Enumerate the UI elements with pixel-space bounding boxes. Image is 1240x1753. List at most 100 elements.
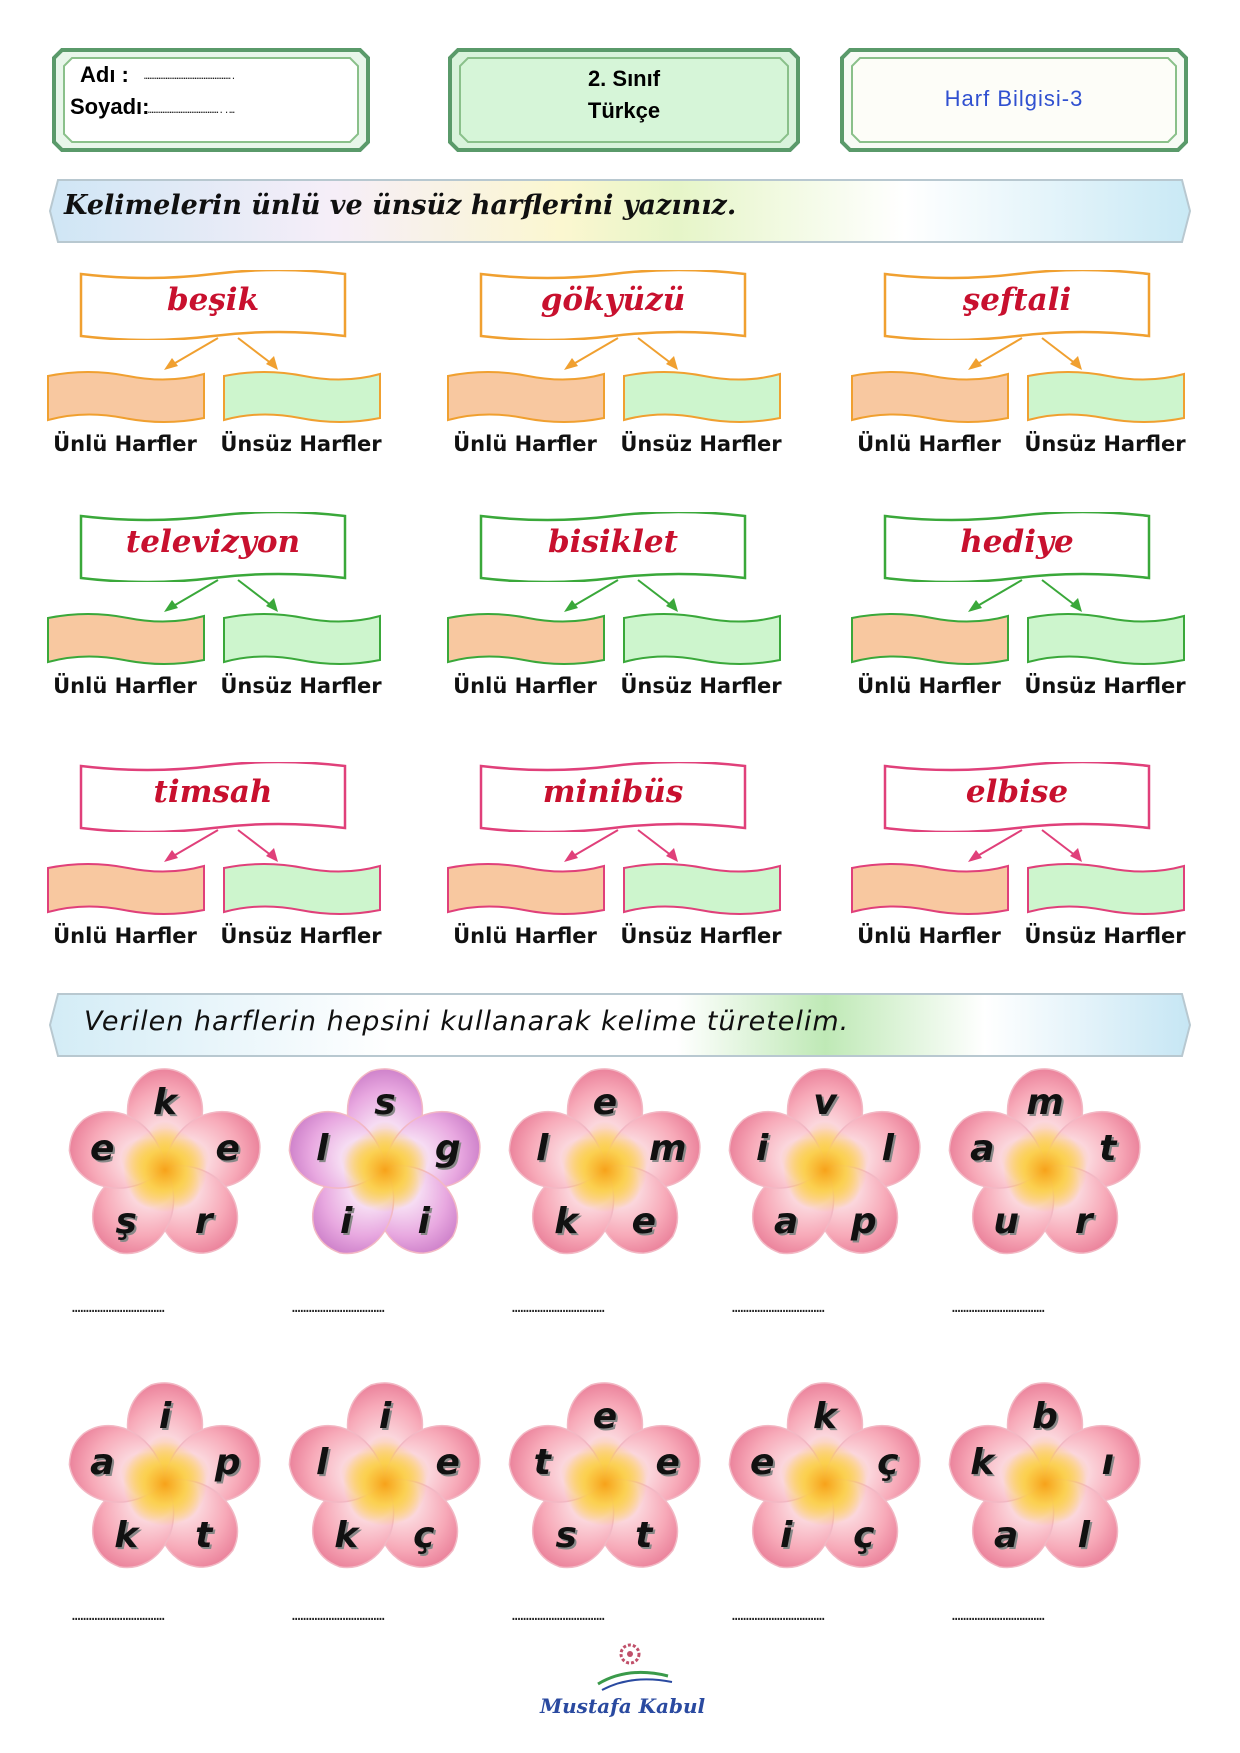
info-frame — [52, 48, 370, 152]
arrows-icon — [564, 337, 678, 370]
flower-letter: s — [555, 1515, 577, 1557]
word-box: gökyüzü — [478, 270, 748, 340]
vowel-answer-box[interactable] — [848, 608, 1012, 670]
consonant-answer-box[interactable] — [1024, 608, 1188, 670]
flower-icon — [728, 1068, 921, 1255]
instruction-banner-1: Kelimelerin ünlü ve ünsüz harflerini yaz… — [48, 176, 1192, 246]
flower-letter: e — [592, 1082, 618, 1123]
consonant-label: Ünsüz Harfler — [1024, 924, 1186, 948]
word-frame — [479, 762, 747, 832]
flower-letter: m — [649, 1127, 687, 1169]
topic-frame — [840, 48, 1188, 152]
target-word: bisiklet — [548, 524, 678, 560]
flower-letter: k — [554, 1201, 579, 1243]
vowel-answer-box[interactable] — [444, 366, 608, 428]
flower-letter: l — [316, 1127, 329, 1169]
flower-letter: i — [378, 1396, 392, 1437]
flower-letter: k — [114, 1515, 139, 1557]
flower-letter: ı — [1101, 1441, 1114, 1483]
answer-line[interactable]: …………………………… — [732, 1608, 825, 1624]
answer-line[interactable]: …………………………… — [732, 1300, 825, 1316]
flower-icon — [508, 1382, 701, 1569]
flower-letter: e — [215, 1127, 240, 1169]
grade-box: 2. Sınıf Türkçe — [444, 44, 804, 156]
consonant-answer-box[interactable] — [1024, 858, 1188, 920]
word-box: televizyon — [78, 512, 348, 582]
flower-icon — [288, 1382, 481, 1569]
consonant-answer-box[interactable] — [220, 608, 384, 670]
instruction-1: Kelimelerin ünlü ve ünsüz harflerini yaz… — [64, 190, 737, 221]
answer-line[interactable]: …………………………… — [952, 1300, 1045, 1316]
flower-letter: e — [90, 1127, 115, 1169]
word-frame — [883, 512, 1151, 582]
flower-letter: k — [334, 1515, 359, 1557]
vowel-answer-box[interactable] — [44, 366, 208, 428]
flower-letter: p — [850, 1201, 877, 1243]
flower-letter: e — [435, 1441, 460, 1483]
consonant-label: Ünsüz Harfler — [1024, 432, 1186, 456]
name-field[interactable]: …………………………………………. — [144, 72, 237, 82]
flower-letter: l — [316, 1441, 329, 1483]
banner-1-shape — [48, 179, 1192, 243]
answer-line[interactable]: …………………………… — [512, 1300, 605, 1316]
vowel-answer-box[interactable] — [848, 366, 1012, 428]
answer-line[interactable]: …………………………… — [512, 1608, 605, 1624]
word-frame — [79, 270, 347, 340]
flower-icon — [288, 1068, 481, 1255]
consonant-answer-box[interactable] — [1024, 366, 1188, 428]
consonant-label: Ünsüz Harfler — [620, 674, 782, 698]
flower-letter: a — [90, 1441, 115, 1483]
vowel-answer-box[interactable] — [444, 858, 608, 920]
flower-letter: ç — [413, 1515, 435, 1557]
arrows-icon — [164, 579, 278, 612]
answer-line[interactable]: …………………………… — [292, 1300, 385, 1316]
answer-line[interactable]: …………………………… — [292, 1608, 385, 1624]
word-frame — [883, 270, 1151, 340]
answer-line[interactable]: …………………………… — [72, 1608, 165, 1624]
vowel-label: Ünlü Harfler — [453, 924, 597, 948]
flower-letter: t — [533, 1441, 551, 1483]
consonant-label: Ünsüz Harfler — [220, 432, 382, 456]
grade-label: 2. Sınıf — [587, 66, 661, 91]
flower-letter: g — [434, 1127, 461, 1169]
flower-letter: a — [970, 1127, 995, 1169]
flower-icon — [728, 1382, 921, 1569]
flower-icon — [948, 1068, 1141, 1255]
word-frame — [883, 762, 1151, 832]
flower-letter: i — [756, 1127, 769, 1169]
flower-icon — [68, 1068, 261, 1255]
flower-letter: l — [881, 1127, 894, 1169]
surname-field[interactable]: …………………………………..… — [148, 106, 235, 116]
consonant-answer-box[interactable] — [220, 858, 384, 920]
flower-letter: e — [655, 1441, 680, 1483]
answer-line[interactable]: …………………………… — [952, 1608, 1045, 1624]
flower-letter: e — [631, 1201, 656, 1243]
consonant-answer-box[interactable] — [620, 366, 784, 428]
vowel-answer-box[interactable] — [848, 858, 1012, 920]
consonant-answer-box[interactable] — [620, 858, 784, 920]
vowel-label: Ünlü Harfler — [453, 432, 597, 456]
flower-letter: m — [1026, 1082, 1064, 1123]
flower-letter: i — [780, 1515, 793, 1557]
vowel-answer-box[interactable] — [444, 608, 608, 670]
flower-letter: i — [158, 1396, 172, 1437]
vowel-answer-box[interactable] — [44, 858, 208, 920]
flower-letter: i — [340, 1201, 353, 1243]
arrows-icon — [564, 579, 678, 612]
word-box: minibüs — [478, 762, 748, 832]
vowel-answer-box[interactable] — [44, 608, 208, 670]
flower-letter: r — [1074, 1201, 1093, 1243]
consonant-answer-box[interactable] — [620, 608, 784, 670]
consonant-label: Ünsüz Harfler — [620, 924, 782, 948]
consonant-answer-box[interactable] — [220, 366, 384, 428]
answer-line[interactable]: …………………………… — [72, 1300, 165, 1316]
topic-title: Harf Bilgisi-3 — [944, 86, 1084, 111]
consonant-label: Ünsüz Harfler — [220, 674, 382, 698]
